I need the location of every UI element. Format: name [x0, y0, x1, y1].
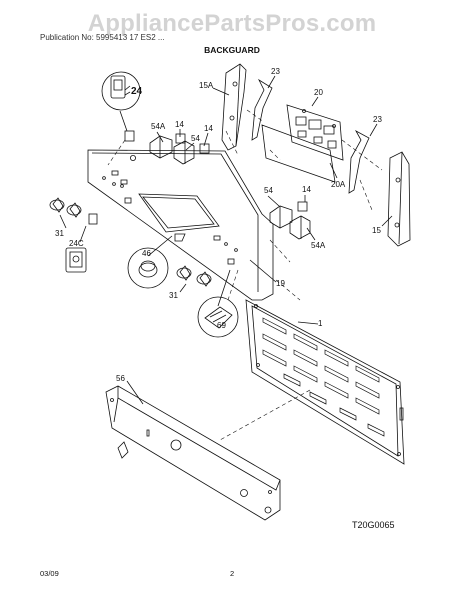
callout-31-left: 31	[55, 229, 64, 238]
callout-46: 46	[142, 249, 151, 258]
callout-20: 20	[314, 88, 323, 97]
callout-23-top: 23	[271, 67, 280, 76]
callout-14-c: 14	[302, 185, 311, 194]
callout-54a-top: 54A	[151, 122, 166, 131]
callout-24: 24	[131, 86, 143, 97]
publication-header: Publication No: 5995413 17 ES2 ...	[40, 33, 165, 42]
callout-31-right: 31	[169, 291, 178, 300]
footer-page-number: 2	[230, 569, 235, 578]
callout-1: 1	[318, 319, 323, 328]
callout-56: 56	[116, 374, 125, 383]
callout-69: 69	[217, 321, 226, 330]
callout-23-right: 23	[373, 115, 382, 124]
callout-24c: 24C	[69, 239, 84, 248]
figure-code: T20G0065	[352, 520, 395, 530]
callout-19: 19	[276, 279, 285, 288]
callout-20a: 20A	[331, 180, 346, 189]
footer-date: 03/09	[40, 569, 59, 578]
callout-54-top: 54	[191, 134, 200, 143]
callout-54-mid: 54	[264, 186, 273, 195]
callout-15a: 15A	[199, 81, 214, 90]
callout-14-a: 14	[175, 120, 184, 129]
callout-54a-mid: 54A	[311, 241, 326, 250]
callout-15: 15	[372, 226, 381, 235]
page-title: BACKGUARD	[204, 45, 260, 55]
callout-14-b: 14	[204, 124, 213, 133]
